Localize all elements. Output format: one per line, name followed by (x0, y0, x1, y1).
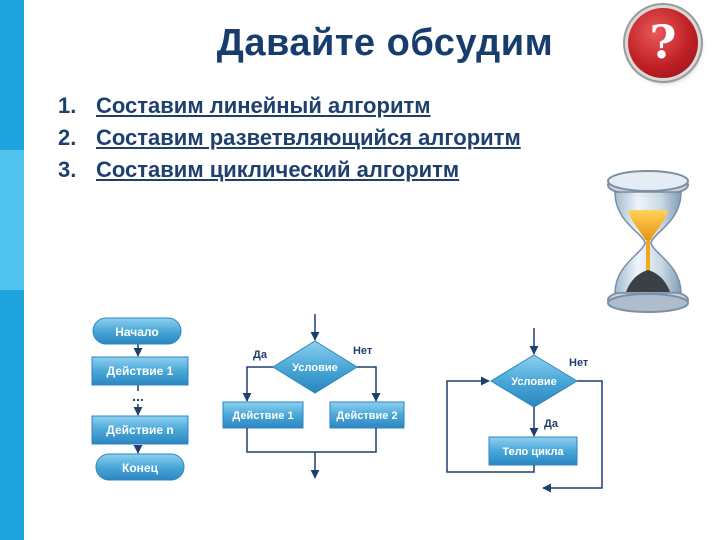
task-list: 1.Составим линейный алгоритм 2.Составим … (58, 90, 521, 186)
task-link[interactable]: Составим циклический алгоритм (96, 157, 460, 182)
question-mark-icon: ? (628, 8, 698, 78)
list-item: 3.Составим циклический алгоритм (58, 157, 460, 182)
loop-no-label: Нет (569, 357, 589, 369)
list-item: 1.Составим линейный алгоритм (58, 93, 431, 118)
condition-diamond (272, 340, 358, 394)
task-link[interactable]: Составим линейный алгоритм (96, 93, 431, 118)
loop-body-label: Тело цикла (502, 446, 564, 458)
yes-label: Да (253, 349, 268, 361)
condition-label: Условие (292, 362, 337, 374)
loop-body-block (488, 436, 578, 466)
left-accent-segment (0, 150, 24, 290)
branch-action-1-label: Действие 1 (232, 410, 293, 422)
end-terminal (95, 453, 185, 481)
slide-title: Давайте обсудим (216, 22, 554, 64)
list-item: 2.Составим разветвляющийся алгоритм (58, 125, 521, 150)
action-n-block (91, 415, 189, 445)
loop-flowchart: Условие Нет Да Тело цикла (446, 328, 603, 493)
start-terminal (92, 317, 182, 345)
branch-action-2-block (329, 401, 405, 429)
hourglass-icon (607, 170, 689, 313)
action-n-label: Действие n (106, 423, 173, 437)
branch-action-2-label: Действие 2 (336, 410, 397, 422)
branch-flowchart: Условие Да Нет Действие 1 Действие 2 (222, 314, 405, 479)
loop-condition-label: Условие (511, 376, 556, 388)
start-label: Начало (115, 325, 158, 339)
linear-flowchart: Начало Действие 1 ... Действие n Конец (91, 317, 189, 481)
ellipsis-label: ... (132, 388, 144, 404)
action-1-block (91, 356, 189, 386)
action-1-label: Действие 1 (107, 364, 174, 378)
no-label: Нет (353, 345, 373, 357)
end-label: Конец (122, 461, 159, 475)
branch-action-1-block (222, 401, 304, 429)
loop-yes-label: Да (544, 418, 559, 430)
task-link[interactable]: Составим разветвляющийся алгоритм (96, 125, 521, 150)
